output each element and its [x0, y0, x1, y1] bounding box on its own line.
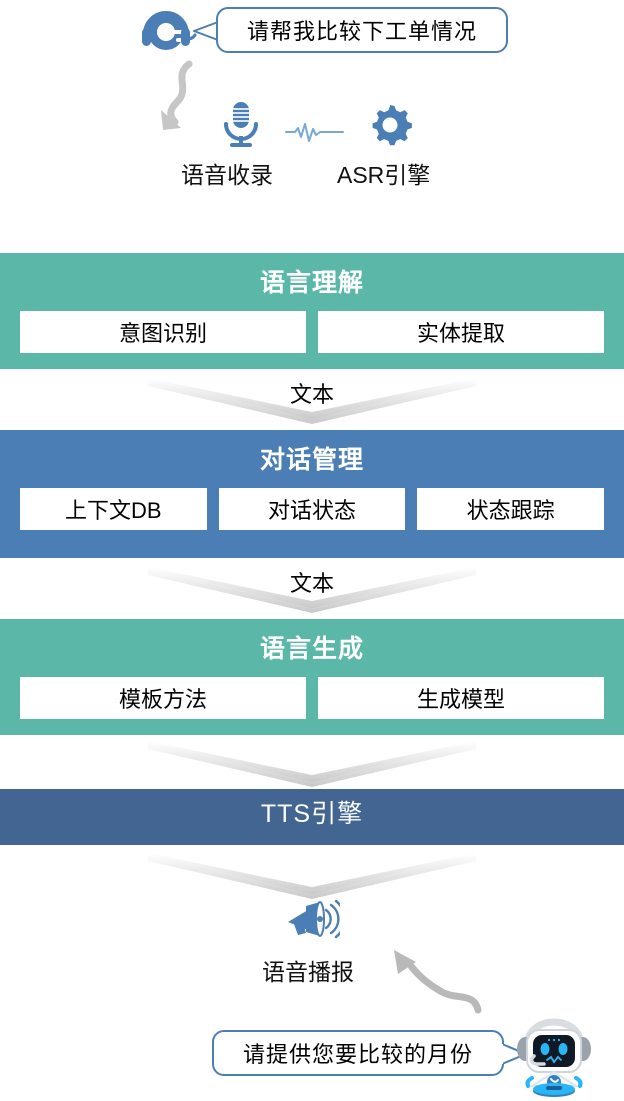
microphone-icon — [220, 100, 262, 148]
stage-nlu: 语言理解 意图识别 实体提取 — [0, 253, 624, 369]
bot-bubble-text: 请提供您要比较的月份 — [242, 1042, 473, 1067]
connector-chevron-1 — [148, 372, 476, 424]
output-label-voice-broadcast: 语音播报 — [262, 959, 354, 985]
curved-arrow-up-left-icon — [370, 948, 490, 1020]
stage-nlg-box-model[interactable]: 生成模型 — [318, 677, 604, 719]
user-bubble-text: 请帮我比较下工单情况 — [246, 19, 477, 44]
stage-nlg: 语言生成 模板方法 生成模型 — [0, 619, 624, 735]
stage-dm-box-context-db[interactable]: 上下文DB — [20, 488, 207, 530]
capture-label-voice: 语音收录 — [181, 162, 273, 188]
stage-dm-title: 对话管理 — [259, 446, 364, 474]
stage-dm-boxes: 上下文DB 对话状态 状态跟踪 — [20, 488, 605, 530]
user-speech-bubble: 请帮我比较下工单情况 — [216, 7, 508, 53]
stage-nlg-box-template[interactable]: 模板方法 — [20, 677, 306, 719]
stage-tts-title: TTS引擎 — [260, 800, 364, 828]
stage-nlu-box-entity[interactable]: 实体提取 — [318, 311, 604, 353]
megaphone-icon — [286, 899, 346, 942]
curved-arrow-down-icon — [155, 60, 215, 138]
stage-nlu-boxes: 意图识别 实体提取 — [20, 311, 604, 353]
stage-nlg-title: 语言生成 — [259, 635, 364, 663]
stage-nlg-boxes: 模板方法 生成模型 — [20, 677, 604, 719]
robot-assistant-icon — [508, 1016, 600, 1100]
headset-operator-icon — [138, 6, 200, 58]
gear-icon — [368, 103, 412, 147]
connector-chevron-3 — [148, 735, 476, 787]
stage-dm-box-state-tracking[interactable]: 状态跟踪 — [417, 488, 605, 530]
stage-dm-box-dialog-state[interactable]: 对话状态 — [218, 488, 406, 530]
connector-chevron-4 — [148, 847, 476, 899]
bot-speech-bubble: 请提供您要比较的月份 — [212, 1030, 504, 1076]
stage-nlu-title: 语言理解 — [259, 269, 364, 297]
stage-tts: TTS引擎 — [0, 789, 624, 845]
stage-dialog-management: 对话管理 上下文DB 对话状态 状态跟踪 — [0, 430, 624, 558]
connector-chevron-2 — [148, 561, 476, 613]
stage-nlu-box-intent[interactable]: 意图识别 — [20, 311, 306, 353]
audio-waveform-icon — [285, 118, 345, 144]
capture-label-asr: ASR引擎 — [337, 162, 431, 188]
